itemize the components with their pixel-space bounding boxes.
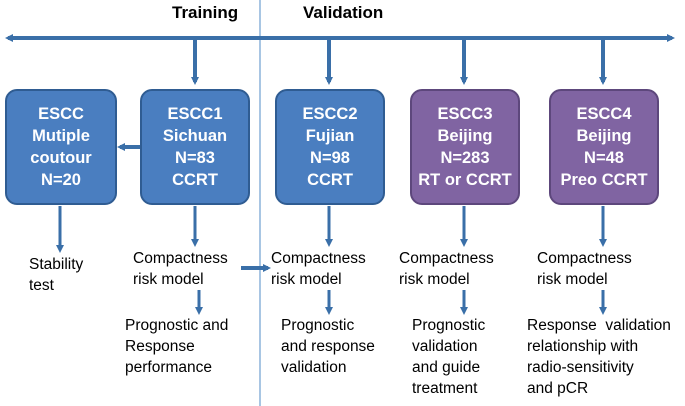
- box-line: coutour: [30, 149, 92, 167]
- label-line: validation: [412, 338, 478, 355]
- label-line: Prognostic: [281, 317, 355, 334]
- label-outcome-1: Prognostic and Response performance: [125, 315, 228, 378]
- box-line: N=283: [440, 149, 490, 167]
- box-line: N=83: [175, 149, 215, 167]
- box-line: Beijing: [576, 127, 632, 145]
- label-line: and response: [281, 338, 375, 355]
- box-line: ESCC2: [302, 105, 358, 123]
- label-line: Response: [125, 338, 195, 355]
- box-line: N=98: [310, 149, 350, 167]
- label-line: risk model: [133, 271, 204, 288]
- label-outcome-3: Prognostic validation and guide treatmen…: [412, 315, 485, 399]
- label-line: and pCR: [527, 380, 589, 397]
- label-compactness-2: Compactness risk model: [271, 248, 366, 290]
- label-line: radio-sensitivity: [527, 359, 634, 376]
- box-line: N=20: [41, 171, 81, 189]
- label-line: risk model: [537, 271, 608, 288]
- label-line: and guide: [412, 359, 481, 376]
- box-escc-multiple-contour: ESCC Mutiple coutour N=20: [5, 89, 117, 205]
- box-line: ESCC3: [437, 105, 493, 123]
- box-line: CCRT: [172, 171, 218, 189]
- header-training: Training: [172, 3, 239, 22]
- label-line: test: [29, 277, 54, 294]
- box-line: Fujian: [305, 127, 355, 145]
- box-line: ESCC4: [576, 105, 632, 123]
- label-line: Prognostic: [412, 317, 486, 334]
- box-line: Beijing: [437, 127, 493, 145]
- box-escc1: ESCC1 Sichuan N=83 CCRT: [140, 89, 250, 205]
- label-line: Stability: [29, 256, 84, 273]
- box-line: ESCC1: [167, 105, 223, 123]
- label-outcome-4: Response validation relationship with ra…: [527, 315, 671, 399]
- label-line: Compactness: [537, 250, 632, 267]
- label-line: Compactness: [133, 250, 228, 267]
- label-line: Response validation: [527, 317, 671, 334]
- box-line: Preo CCRT: [560, 171, 648, 189]
- box-line: N=48: [584, 149, 624, 167]
- label-stability-test: Stability test: [29, 254, 83, 296]
- label-line: relationship with: [527, 338, 639, 355]
- label-line: performance: [125, 359, 213, 376]
- box-line: Sichuan: [162, 127, 228, 145]
- box-escc3: ESCC3 Beijing N=283 RT or CCRT: [410, 89, 520, 205]
- box-escc2: ESCC2 Fujian N=98 CCRT: [275, 89, 385, 205]
- label-line: risk model: [399, 271, 470, 288]
- label-line: Compactness: [399, 250, 494, 267]
- label-compactness-1: Compactness risk model: [133, 248, 228, 290]
- box-line: Mutiple: [32, 127, 90, 145]
- label-line: risk model: [271, 271, 342, 288]
- box-line: CCRT: [307, 171, 353, 189]
- label-compactness-4: Compactness risk model: [537, 248, 632, 290]
- header-validation: Validation: [303, 3, 384, 22]
- box-line: RT or CCRT: [418, 171, 512, 189]
- label-line: Compactness: [271, 250, 366, 267]
- label-line: treatment: [412, 380, 478, 397]
- label-outcome-2: Prognostic and response validation: [281, 315, 375, 378]
- box-line: ESCC: [38, 105, 84, 123]
- label-line: Prognostic and: [125, 317, 229, 334]
- label-compactness-3: Compactness risk model: [399, 248, 494, 290]
- label-line: validation: [281, 359, 347, 376]
- box-escc4: ESCC4 Beijing N=48 Preo CCRT: [549, 89, 659, 205]
